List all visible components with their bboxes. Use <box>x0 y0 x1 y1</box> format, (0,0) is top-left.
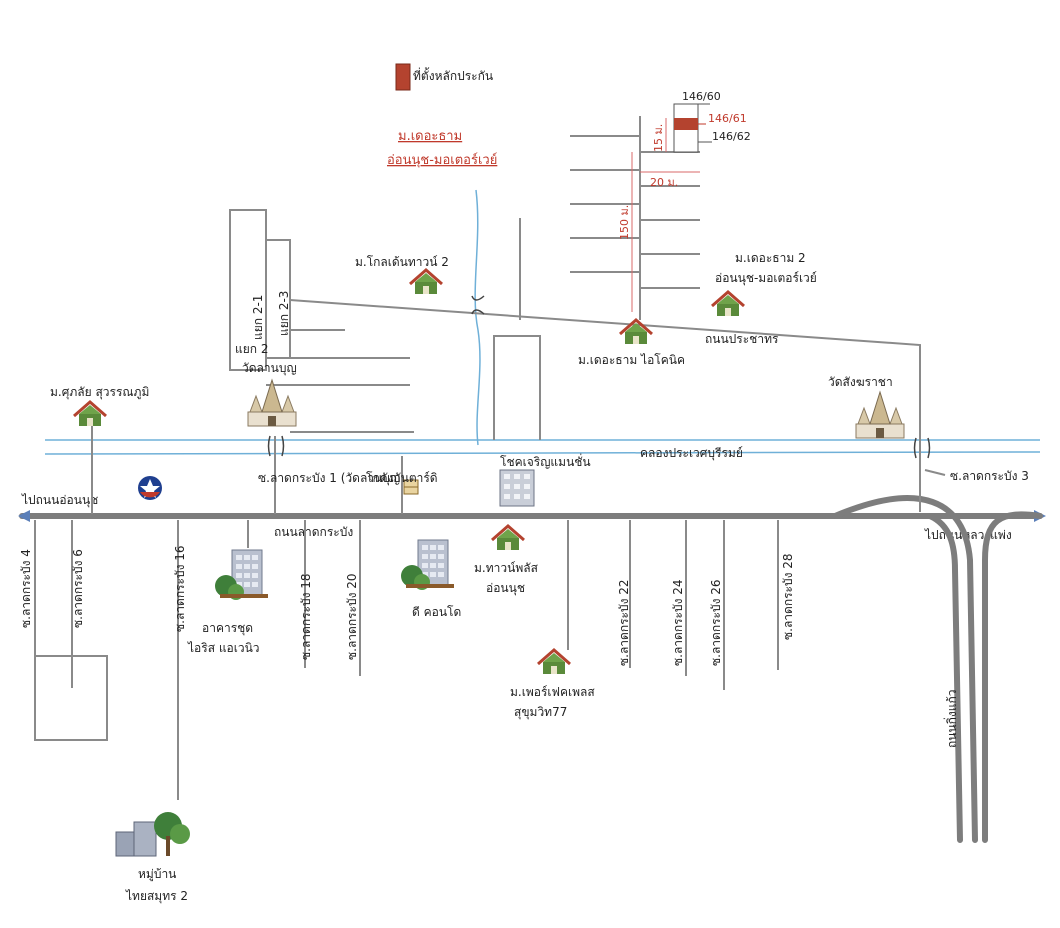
stream <box>474 189 481 446</box>
soi-26-label: ซ.ลาดกระบัง 26 <box>709 579 723 666</box>
thaisamut-label-1: หมู่บ้าน <box>138 867 176 882</box>
village-icon <box>115 811 191 857</box>
house-icon <box>408 268 444 296</box>
canal-label: คลองประเวศบุรีรมย์ <box>640 446 743 461</box>
road-arrow-left <box>18 510 30 522</box>
project-title-line2: อ่อนนุช-มอเตอร์เวย์ <box>387 152 497 168</box>
dim-150-label: 150 ม. <box>618 205 631 240</box>
townplus-label-2: อ่อนนุช <box>486 581 525 596</box>
the-tham-iconic-label: ม.เดอะธาม ไอโคนิค <box>578 353 685 367</box>
temple-icon <box>247 379 297 427</box>
condo-icon <box>214 549 269 601</box>
project-lots <box>570 135 700 289</box>
sukhlai-label: ม.ศุภลัย สุวรรณภูมิ <box>50 385 149 400</box>
perfect-place-label-2: สุขุมวิท77 <box>514 705 567 720</box>
prachathorn-label: ถนนประชาทร <box>705 332 779 346</box>
d-condo-label: ดี คอนโด <box>412 605 461 619</box>
golden-town-label: ม.โกลเด้นทาวน์ 2 <box>355 255 449 269</box>
bridge-icons <box>267 295 931 459</box>
to-onnut-label: ไปถนนอ่อนนุช <box>21 493 98 508</box>
the-tham2-label-1: ม.เดอะธาม 2 <box>735 251 806 265</box>
location-marker-icon <box>395 63 411 91</box>
house-icon <box>536 648 572 676</box>
soi3-pointer <box>924 469 946 476</box>
mansion-icon <box>499 469 535 507</box>
yaek-block <box>229 209 267 371</box>
yaek23-road <box>266 239 291 358</box>
perfect-place-label-1: ม.เพอร์เฟคเพลส <box>510 685 595 699</box>
main-road-label: ถนนลาดกระบัง <box>274 525 353 539</box>
kingkaew-road-left <box>832 495 978 843</box>
wat-sangkharacha-label: วัดสังฆราชา <box>828 375 893 389</box>
yaek23-label: แยก 2-3 <box>277 291 291 336</box>
condo-icon <box>400 539 455 591</box>
kingkaew-road-loop <box>927 513 963 843</box>
townplus-label-1: ม.ทาวน์พลัส <box>474 561 539 575</box>
prachathorn-road <box>289 299 921 456</box>
soi-28-label: ซ.ลาดกระบัง 28 <box>781 553 795 640</box>
soi-22-label: ซ.ลาดกระบัง 22 <box>617 579 631 666</box>
iris-label-1: อาคารชุด <box>202 621 253 636</box>
yaek2-label: แยก 2 <box>235 342 268 356</box>
the-tham2-label-2: อ่อนนุช-มอเตอร์เวย์ <box>715 271 817 286</box>
canal-line-bottom <box>44 451 1041 455</box>
kingkaew-label: ถนนกิ่งแก้ว <box>943 689 959 748</box>
dim-20-label: 20 ม. <box>650 176 678 189</box>
warehouse-label: โกดังกันตาร์ดิ <box>366 471 438 485</box>
thaisamut-label-2: ไทยสมุทร 2 <box>125 889 188 904</box>
plot-highlight-label: 146/61 <box>708 112 747 125</box>
warehouse-icon <box>403 479 419 495</box>
soi-4-label: ซ.ลาดกระบัง 4 <box>19 549 33 628</box>
soi-6-label: ซ.ลาดกระบัง 6 <box>71 549 85 628</box>
house-icon <box>710 290 746 318</box>
soi3-label: ซ.ลาดกระบัง 3 <box>950 469 1029 483</box>
plot-top-label: 146/60 <box>682 90 721 103</box>
house-icon <box>72 400 108 428</box>
soi-roads <box>34 424 779 800</box>
gas-station-icon <box>138 476 162 500</box>
plot-bottom-label: 146/62 <box>712 130 751 143</box>
iris-label-2: ไอริส แอเวนิว <box>187 641 260 655</box>
soi-18-label: ซ.ลาดกระบัง 18 <box>299 573 313 660</box>
soi-20-label: ซ.ลาดกระบัง 20 <box>345 573 359 660</box>
temple-icon <box>855 391 905 439</box>
legend-label: ที่ตั้งหลักประกัน <box>413 67 493 83</box>
dim-15-label: 15 ม. <box>652 124 665 152</box>
middle-block <box>493 335 541 440</box>
kingkaew-road-right <box>982 511 1043 843</box>
soi-24-label: ซ.ลาดกระบัง 24 <box>671 579 685 666</box>
wat-lanboon-label: วัดลานบุญ <box>242 361 297 376</box>
plot-highlight <box>674 118 698 130</box>
project-title-line1: ม.เดอะธาม <box>398 129 462 144</box>
soi1-label: ซ.ลาดกระบัง 1 (วัดลานบุญ) <box>258 471 405 486</box>
chokcharoen-label: โชคเจริญแมนชั่น <box>500 453 591 469</box>
house-icon <box>490 524 526 552</box>
yaek21-label: แยก 2-1 <box>251 295 265 340</box>
soi-16-label: ซ.ลาดกระบัง 16 <box>173 545 187 632</box>
